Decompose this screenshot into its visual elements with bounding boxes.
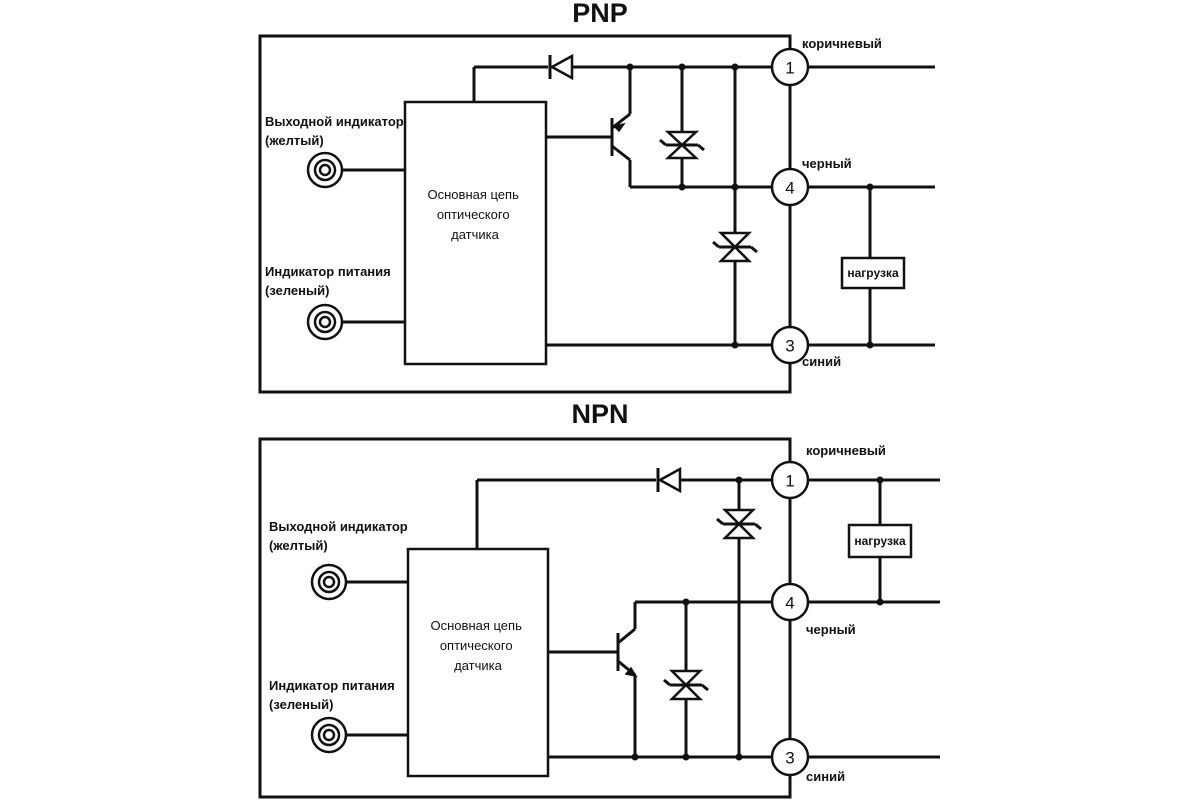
npn-tvs-diode-lower [663, 669, 709, 701]
pnp-load-label: нагрузка [847, 266, 899, 280]
npn-title: NPN [571, 399, 628, 429]
npn-transistor-arrow [624, 666, 638, 678]
pnp-output-indicator-label: Выходной индикатор (желтый) [265, 114, 407, 148]
pnp-tvs-diode-upper [659, 130, 705, 160]
pnp-output-indicator [306, 151, 344, 189]
npn-main-circuit-label: Основная цепь оптического датчика [431, 618, 526, 673]
pnp-terminal-3: 3 [770, 325, 810, 365]
pnp-terminal-4: 4 [770, 167, 810, 207]
svg-text:4: 4 [785, 179, 794, 198]
pnp-junctions [626, 63, 874, 349]
pnp-terminal-3-wire-label: синий [802, 354, 841, 369]
svg-text:3: 3 [785, 337, 794, 356]
pnp-title: PNP [572, 0, 628, 28]
pnp-main-circuit-label: Основная цепь оптического датчика [428, 187, 523, 242]
svg-text:3: 3 [785, 749, 794, 768]
npn-terminal-1-wire-label: коричневый [806, 443, 886, 458]
pnp-power-indicator-label: Индикатор питания (зеленый) [265, 264, 394, 298]
npn-diagram: NPN [258, 399, 940, 799]
npn-power-indicator-label: Индикатор питания (зеленый) [269, 678, 398, 712]
npn-junctions [631, 476, 884, 761]
pnp-tvs-diode-lower [712, 231, 758, 263]
npn-main-circuit-block [406, 547, 550, 778]
svg-text:1: 1 [785, 472, 794, 491]
npn-terminal-3: 3 [770, 737, 810, 777]
npn-load [847, 523, 913, 559]
npn-load-label: нагрузка [854, 534, 906, 548]
npn-output-indicator [310, 563, 348, 601]
pnp-diode [548, 53, 574, 81]
pnp-diagram: PNP [258, 0, 935, 394]
pnp-terminal-1-wire-label: коричневый [802, 36, 882, 51]
svg-text:1: 1 [785, 59, 794, 78]
npn-terminal-4: 4 [770, 582, 810, 622]
pnp-power-indicator [306, 303, 344, 341]
npn-terminal-3-wire-label: синий [806, 769, 845, 784]
npn-tvs-diode-upper [716, 508, 762, 540]
pnp-terminal-4-wire-label: черный [802, 156, 852, 171]
pnp-terminal-1: 1 [770, 47, 810, 87]
npn-output-indicator-label: Выходной индикатор (желтый) [269, 519, 411, 553]
npn-diode [656, 466, 682, 494]
pnp-sensor-housing [258, 34, 792, 394]
pnp-load [840, 256, 906, 290]
pnp-transistor-arrow [612, 122, 626, 133]
npn-power-indicator [310, 716, 348, 754]
npn-terminal-4-wire-label: черный [806, 622, 856, 637]
npn-terminal-1: 1 [770, 460, 810, 500]
pnp-main-circuit-block [403, 100, 548, 366]
svg-text:4: 4 [785, 594, 794, 613]
